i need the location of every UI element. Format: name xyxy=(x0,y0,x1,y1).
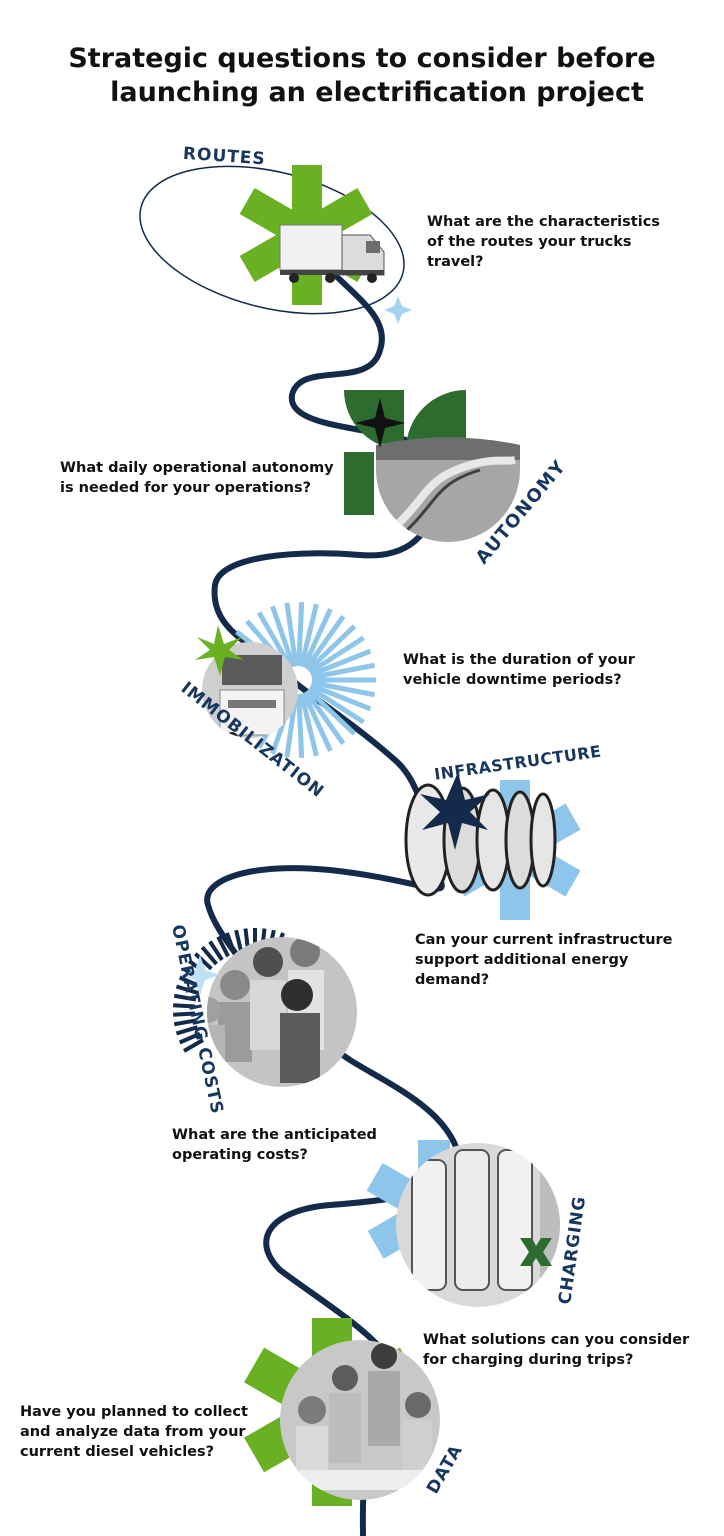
burst-ray xyxy=(173,1003,196,1009)
burst-ray xyxy=(304,689,346,745)
question-line: operating costs? xyxy=(172,1147,308,1163)
title-line-1: Strategic questions to consider before xyxy=(68,43,656,74)
burst-ray xyxy=(225,932,237,955)
burst-ray xyxy=(173,1018,197,1027)
burst-ray xyxy=(234,929,244,953)
step-label-charging: CHARGING xyxy=(555,1195,590,1306)
question-line: vehicle downtime periods? xyxy=(403,672,622,688)
question-operating-costs: What are the anticipated operating costs… xyxy=(172,1125,412,1165)
burst-ray xyxy=(284,602,299,667)
burst-ray xyxy=(175,1025,199,1036)
question-line: of the routes your trucks xyxy=(427,234,632,250)
routes-orbit-ellipse xyxy=(139,165,405,315)
burst-ray xyxy=(270,605,296,668)
burst-ray xyxy=(306,624,357,673)
burst-ray xyxy=(193,952,213,971)
navy-star-icon xyxy=(420,772,490,850)
question-line: Have you planned to collect xyxy=(20,1404,248,1420)
burst-ray xyxy=(200,945,218,966)
team-photo xyxy=(207,937,357,1087)
question-immobilization: What is the duration of your vehicle dow… xyxy=(403,650,663,690)
question-charging: What solutions can you consider for char… xyxy=(423,1330,713,1370)
page-title: Strategic questions to consider before l… xyxy=(0,42,724,110)
burst-ray xyxy=(311,662,376,680)
burst-ray xyxy=(298,693,319,757)
title-line-2: launching an electrification project xyxy=(110,77,644,108)
question-infrastructure: Can your current infrastructure support … xyxy=(415,930,695,990)
burst-ray xyxy=(301,608,333,669)
burst-ray xyxy=(301,691,333,752)
burst-ray xyxy=(178,975,201,989)
burst-ray xyxy=(308,635,365,675)
question-data: Have you planned to collect and analyze … xyxy=(20,1402,250,1462)
burst-ray xyxy=(306,687,357,736)
burst-ray xyxy=(311,680,376,698)
question-routes: What are the characteristics of the rout… xyxy=(427,212,687,272)
highway-photo xyxy=(376,437,520,542)
question-line: travel? xyxy=(427,254,484,270)
sparkle-icon xyxy=(384,296,412,324)
question-line: current diesel vehicles? xyxy=(20,1444,215,1460)
question-line: and analyze data from your xyxy=(20,1424,246,1440)
burst-ray xyxy=(208,940,224,961)
burst-ray xyxy=(175,984,199,995)
question-line: demand? xyxy=(415,972,490,988)
burst-ray xyxy=(310,682,372,712)
question-line: support additional energy xyxy=(415,952,629,968)
burst-ray xyxy=(173,1011,196,1017)
burst-ray xyxy=(216,935,230,958)
question-line: What are the characteristics xyxy=(427,214,660,230)
question-line: What is the duration of your xyxy=(403,652,635,668)
burst-ray xyxy=(182,1038,205,1053)
step-label-routes: ROUTES xyxy=(182,144,266,170)
question-line: for charging during trips? xyxy=(423,1352,634,1368)
question-line: Can your current infrastructure xyxy=(415,932,673,948)
burst-ray xyxy=(298,603,319,667)
green-star-icon xyxy=(195,625,244,676)
green-x-icon xyxy=(520,1238,552,1266)
star-icon xyxy=(355,398,405,448)
question-autonomy: What daily operational autonomy is neede… xyxy=(60,458,340,498)
data-team-photo xyxy=(280,1340,440,1500)
question-line: What solutions can you consider xyxy=(423,1332,690,1348)
burst-ray xyxy=(308,685,365,725)
burst-ray xyxy=(178,1031,201,1045)
burst-ray xyxy=(296,601,305,667)
charging-stations-photo xyxy=(396,1143,560,1307)
truck-icon xyxy=(279,224,385,283)
burst-ray xyxy=(173,993,197,1002)
question-line: is needed for your operations? xyxy=(60,480,312,496)
burst-ray xyxy=(304,615,346,671)
question-line: What are the anticipated xyxy=(172,1127,377,1143)
sparkle-icon xyxy=(180,955,220,995)
burst-ray xyxy=(296,693,305,759)
burst-ray xyxy=(310,648,372,678)
question-line: What daily operational autonomy xyxy=(60,460,334,476)
step-label-infrastructure: INFRASTRUCTURE xyxy=(433,742,603,784)
